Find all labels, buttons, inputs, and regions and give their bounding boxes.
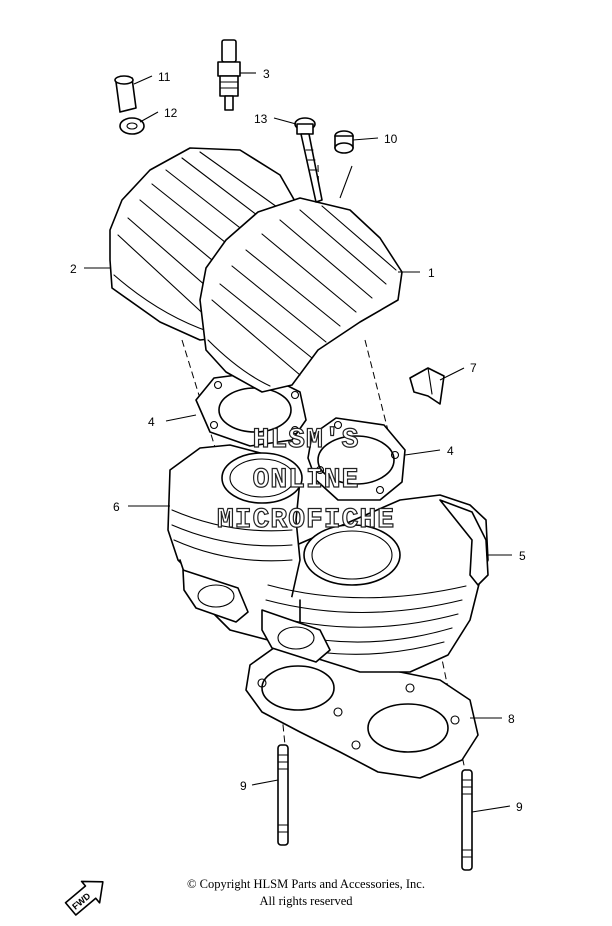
callout-8: 8	[508, 712, 515, 726]
head-gaskets	[195, 371, 406, 501]
callout-4a: 4	[148, 415, 155, 429]
callout-7: 7	[470, 361, 477, 375]
callout-2: 2	[70, 262, 77, 276]
callout-4b: 4	[447, 444, 454, 458]
head-bolt	[294, 117, 323, 203]
callout-12: 12	[164, 106, 178, 120]
spark-plug	[217, 39, 241, 111]
cylinder-block	[167, 444, 489, 673]
small-bracket	[409, 367, 445, 405]
copyright-line: © Copyright HLSM Parts and Accessories, …	[187, 877, 425, 891]
watermark-line-1: HLSM'S	[253, 425, 360, 456]
callout-13: 13	[254, 112, 268, 126]
copyright-footer: © Copyright HLSM Parts and Accessories, …	[0, 876, 612, 910]
rights-line: All rights reserved	[259, 894, 353, 908]
callout-10: 10	[384, 132, 398, 146]
washer	[119, 117, 145, 135]
callout-6: 6	[113, 500, 120, 514]
cylinder-head-right	[199, 197, 403, 393]
callout-5: 5	[519, 549, 526, 563]
callout-11: 11	[158, 70, 171, 84]
watermark-line-3: MICROFICHE	[217, 505, 395, 536]
callout-3: 3	[263, 67, 270, 81]
forward-arrow-icon: FWD	[64, 880, 104, 916]
callout-1: 1	[428, 266, 435, 280]
callout-9a: 9	[240, 779, 247, 793]
cylinder-head-left	[109, 147, 301, 341]
callout-9b: 9	[516, 800, 523, 814]
nut	[334, 130, 354, 154]
leader-lines	[84, 72, 512, 813]
collar-sleeve	[114, 75, 137, 113]
callout-labels: 1 2 3 4 4 5 6 7 8 9 9 10 11 12 13	[70, 67, 526, 814]
watermark: HLSM'S ONLINE MICROFICHE	[216, 424, 395, 536]
watermark-line-2: ONLINE	[253, 465, 360, 496]
studs	[277, 744, 473, 871]
